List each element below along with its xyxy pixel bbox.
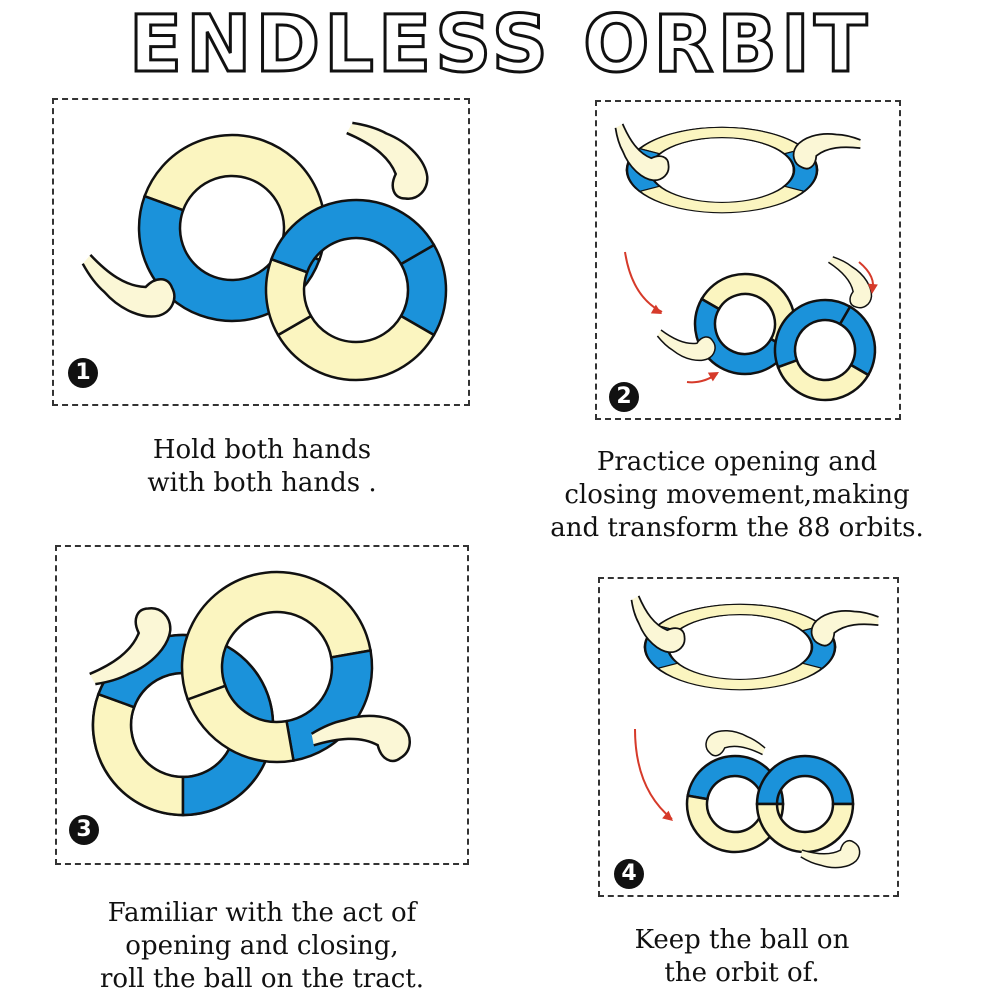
arrowhead-icon	[867, 283, 878, 294]
hand-icon	[310, 714, 411, 763]
hand-shape	[800, 839, 861, 869]
step-4-panel: 4	[598, 577, 899, 897]
hand-shape	[89, 607, 172, 686]
blue-ring-segment	[269, 198, 436, 274]
arrowhead	[662, 810, 673, 821]
yellow-ring-segment	[656, 603, 824, 632]
hand-icon	[800, 839, 861, 869]
step-4-illustration	[630, 595, 879, 869]
hand-shape	[81, 254, 176, 318]
title: ENDLESS ORBIT	[127, 0, 872, 92]
hand-shape	[705, 730, 766, 757]
step-number-badge: 2	[609, 382, 639, 412]
caption-line: with both hands .	[147, 468, 377, 498]
step-3-panel: 3	[55, 545, 469, 865]
step-4-caption: Keep the ball on the orbit of.	[542, 924, 942, 990]
step-2-caption: Practice opening and closing movement,ma…	[537, 446, 937, 545]
step-number-badge: 1	[68, 358, 98, 388]
hand-shape	[792, 133, 861, 170]
step-1-panel: 1	[52, 98, 470, 406]
yellow-ring-segment	[755, 802, 855, 854]
ring	[643, 603, 837, 670]
blue-ring-segment	[773, 298, 852, 369]
hand-shape	[630, 595, 686, 654]
hand-icon	[810, 610, 879, 647]
yellow-ring-segment	[276, 314, 436, 382]
caption-line: and transform the 88 orbits.	[550, 513, 924, 543]
hand-shape	[614, 123, 670, 182]
hand-icon	[81, 254, 176, 318]
caption-line: Familiar with the act of	[107, 898, 417, 928]
ring	[264, 198, 448, 382]
hand-shape	[310, 714, 411, 763]
hand-shape	[346, 121, 429, 200]
ring	[755, 754, 855, 854]
step-3-caption: Familiar with the act of opening and clo…	[62, 897, 462, 996]
ring	[685, 754, 785, 854]
step-1-illustration	[81, 121, 448, 382]
yellow-ring-segment	[643, 646, 837, 691]
yellow-ring-segment	[180, 570, 373, 702]
hand-icon	[630, 595, 686, 654]
yellow-ring-segment	[776, 358, 871, 402]
hand-icon	[792, 133, 861, 170]
hand-icon	[828, 256, 873, 309]
step-1-caption: Hold both hands with both hands .	[62, 434, 462, 500]
yellow-ring-segment	[186, 684, 295, 764]
red-arrow	[624, 251, 663, 313]
arrowhead-icon	[707, 372, 719, 382]
step-2-panel: 2	[595, 100, 901, 420]
caption-line: Practice opening and	[596, 447, 878, 477]
arrowhead	[707, 372, 719, 382]
arrowhead	[650, 304, 662, 314]
yellow-ring-segment	[685, 794, 785, 854]
hand-shape	[810, 610, 879, 647]
caption-line: roll the ball on the tract.	[99, 964, 425, 994]
hand-icon	[656, 329, 716, 362]
caption-line: Keep the ball on	[634, 925, 850, 955]
step-3-illustration	[89, 570, 411, 817]
ring	[180, 570, 374, 764]
caption-line: Hold both hands	[152, 435, 372, 465]
hand-icon	[89, 607, 172, 686]
blue-ring-segment	[686, 754, 785, 806]
arrowhead-icon	[662, 810, 673, 821]
hand-shape	[656, 329, 716, 362]
arrowhead	[867, 283, 878, 294]
hand-shape	[828, 256, 873, 309]
blue-ring-segment	[693, 297, 791, 376]
step-2-illustration	[614, 123, 878, 402]
red-arrow	[634, 728, 673, 820]
blue-ring-segment	[285, 649, 374, 763]
ring	[773, 298, 877, 402]
caption-line: opening and closing,	[125, 931, 399, 961]
yellow-ring-segment	[638, 126, 806, 155]
step-number-badge: 4	[614, 859, 644, 889]
arrowhead-icon	[650, 304, 662, 314]
step-number-badge: 3	[69, 815, 99, 845]
caption-line: closing movement,making	[564, 480, 910, 510]
hand-icon	[614, 123, 670, 182]
hand-icon	[346, 121, 429, 200]
caption-line: the orbit of.	[664, 958, 820, 988]
yellow-ring-segment	[91, 692, 185, 817]
blue-ring-segment	[755, 754, 855, 806]
hand-icon	[705, 730, 766, 757]
